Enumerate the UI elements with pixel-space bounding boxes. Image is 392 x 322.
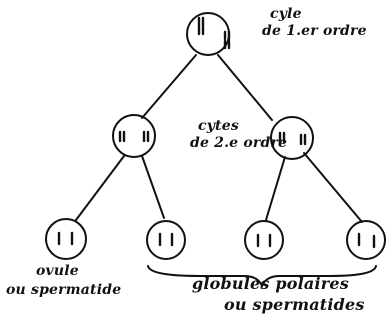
edge-top-right xyxy=(217,54,273,121)
chromosome-top-4 xyxy=(223,39,231,50)
cell-mid-right xyxy=(270,116,314,160)
label-globules-line2: ou spermatides xyxy=(224,295,365,314)
chromosome-midright-2 xyxy=(299,133,307,146)
cell-bottom-3 xyxy=(244,220,284,260)
chromosome-midleft-1 xyxy=(118,130,126,143)
chromosome-top-1 xyxy=(197,16,205,28)
brace xyxy=(147,265,377,289)
chromosomes xyxy=(57,16,376,249)
chromosome-top-2 xyxy=(197,25,205,36)
cell-mid-left xyxy=(112,114,156,158)
edge-top-left xyxy=(141,54,197,119)
label-ovule-line2: ou spermatide xyxy=(6,282,122,298)
label-mid-line2: de 2.e ordre xyxy=(190,135,288,151)
cell-bottom-4 xyxy=(346,220,386,260)
label-ovule-line1: ovule xyxy=(36,263,79,279)
cell-bottom-2 xyxy=(146,220,186,260)
chromosome-midright-1 xyxy=(278,131,286,144)
cell-top xyxy=(186,12,230,56)
label-top-line2: de 1.er ordre xyxy=(262,23,367,39)
label-globules-line1: globules polaires xyxy=(192,274,349,293)
label-top-line1: cyle xyxy=(270,6,302,22)
edge-midright-a xyxy=(265,156,286,221)
chromosome-top-3 xyxy=(223,30,231,41)
chromosome-midleft-2 xyxy=(142,130,150,143)
label-mid-line1: cytes xyxy=(198,118,239,134)
edge-midleft-a xyxy=(75,155,125,221)
edge-midright-b xyxy=(303,152,363,223)
edge-midleft-b xyxy=(141,155,165,219)
cell-bottom-1 xyxy=(45,218,87,260)
